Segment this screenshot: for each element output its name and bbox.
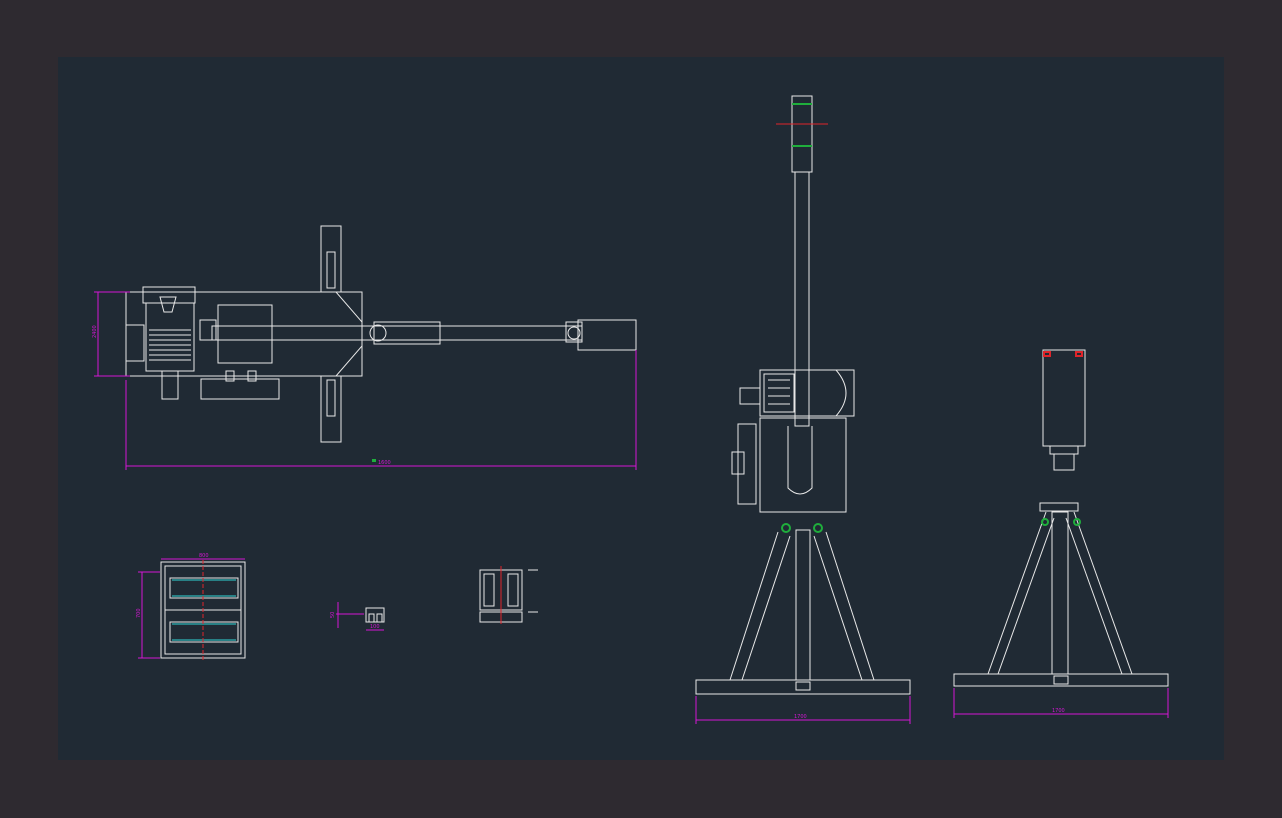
detail-small (365, 607, 385, 623)
side-dimensions (953, 688, 1169, 718)
side-accents (1041, 351, 1083, 526)
elevation-dimensions (695, 696, 911, 724)
plan-marker (372, 459, 376, 462)
elevation-dim-base: 1700 (794, 714, 807, 720)
detail-small-dim-b: 100 (370, 624, 380, 630)
elevation-accents (781, 103, 823, 533)
side-view (953, 349, 1169, 687)
elevation-view (695, 95, 911, 695)
section-dim-height: 700 (136, 608, 142, 618)
plan-dimensions (94, 291, 637, 470)
drawing-area (58, 57, 1224, 760)
detail-small-dim-a: 50 (330, 612, 336, 618)
section-highlights (172, 579, 236, 641)
section-dim-width: 800 (199, 553, 209, 559)
plan-dim-overall: 1600 (378, 460, 391, 466)
plan-dim-depth: 2400 (92, 325, 98, 338)
plan-view (125, 225, 637, 443)
side-dim-base: 1700 (1052, 708, 1065, 714)
detail-small-dimensions (336, 602, 384, 631)
section-dimensions (138, 558, 245, 659)
